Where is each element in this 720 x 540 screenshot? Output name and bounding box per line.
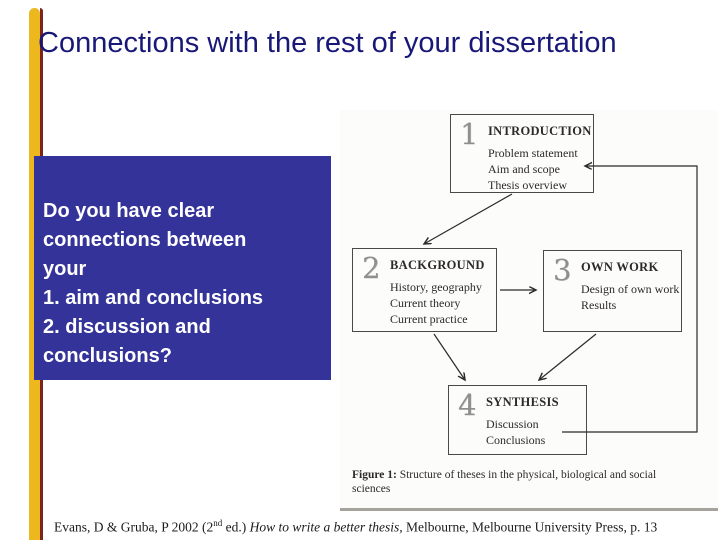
figure-caption-label: Figure 1:: [352, 469, 397, 481]
arrow-background-to-synthesis: [433, 333, 465, 380]
figure-box-content: OWN WORK Design of own work Results: [581, 251, 681, 313]
figure-box-introduction: 1 INTRODUCTION Problem statement Aim and…: [450, 114, 594, 193]
figure-box-background: 2 BACKGROUND History, geography Current …: [352, 248, 497, 332]
figure-box-item: Thesis overview: [488, 178, 567, 192]
figure-scan: 1 INTRODUCTION Problem statement Aim and…: [340, 110, 718, 511]
question-line: connections between: [43, 229, 247, 251]
figure-box-item: History, geography: [390, 280, 482, 294]
figure-box-item: Aim and scope: [488, 162, 560, 176]
citation-text: Melbourne, Melbourne University Press, p…: [402, 519, 658, 535]
figure-box-item: Results: [581, 298, 617, 312]
figure-box-item: Current theory: [390, 296, 461, 310]
figure-box-item: Discussion: [486, 417, 539, 431]
figure-box-heading: SYNTHESIS: [486, 395, 559, 409]
question-line: your: [43, 258, 87, 280]
figure-box-own-work: 3 OWN WORK Design of own work Results: [543, 250, 682, 332]
chapter-number-4: 4: [458, 388, 477, 422]
chapter-number-1: 1: [460, 117, 479, 151]
citation-book-title: How to write a better thesis,: [249, 519, 403, 535]
figure-box-heading: BACKGROUND: [390, 258, 485, 272]
figure-box-item: Problem statement: [488, 146, 578, 160]
figure-box-content: SYNTHESIS Discussion Conclusions: [486, 386, 586, 448]
figure-box-item: Design of own work: [581, 282, 680, 296]
citation-superscript: nd: [213, 518, 223, 528]
citation: Evans, D & Gruba, P 2002 (2nd ed.) How t…: [54, 518, 657, 536]
question-line: 2. discussion and: [43, 316, 211, 338]
chapter-number-3: 3: [553, 253, 572, 287]
arrow-own-work-to-synthesis: [539, 333, 597, 380]
figure-box-heading: OWN WORK: [581, 260, 659, 274]
question-line: Do you have clear: [43, 200, 215, 222]
question-line: conclusions?: [43, 345, 172, 367]
chapter-number-2: 2: [362, 251, 381, 285]
figure-caption: Figure 1: Structure of theses in the phy…: [352, 468, 672, 496]
figure-box-content: BACKGROUND History, geography Current th…: [390, 249, 496, 327]
figure-box-synthesis: 4 SYNTHESIS Discussion Conclusions: [448, 385, 587, 455]
figure-box-content: INTRODUCTION Problem statement Aim and s…: [488, 115, 593, 193]
figure-box-item: Current practice: [390, 312, 468, 326]
arrow-introduction-to-background: [424, 193, 513, 244]
question-line: 1. aim and conclusions: [43, 287, 264, 309]
figure-box-item: Conclusions: [486, 433, 546, 447]
citation-text: Evans, D & Gruba, P 2002 (2: [54, 519, 214, 535]
figure-box-heading: INTRODUCTION: [488, 124, 592, 138]
question-box: Do you have clear connections between yo…: [34, 156, 331, 380]
figure-caption-text: Structure of theses in the physical, bio…: [352, 469, 657, 495]
slide-title: Connections with the rest of your disser…: [38, 27, 617, 59]
citation-text: ed.): [222, 519, 250, 535]
